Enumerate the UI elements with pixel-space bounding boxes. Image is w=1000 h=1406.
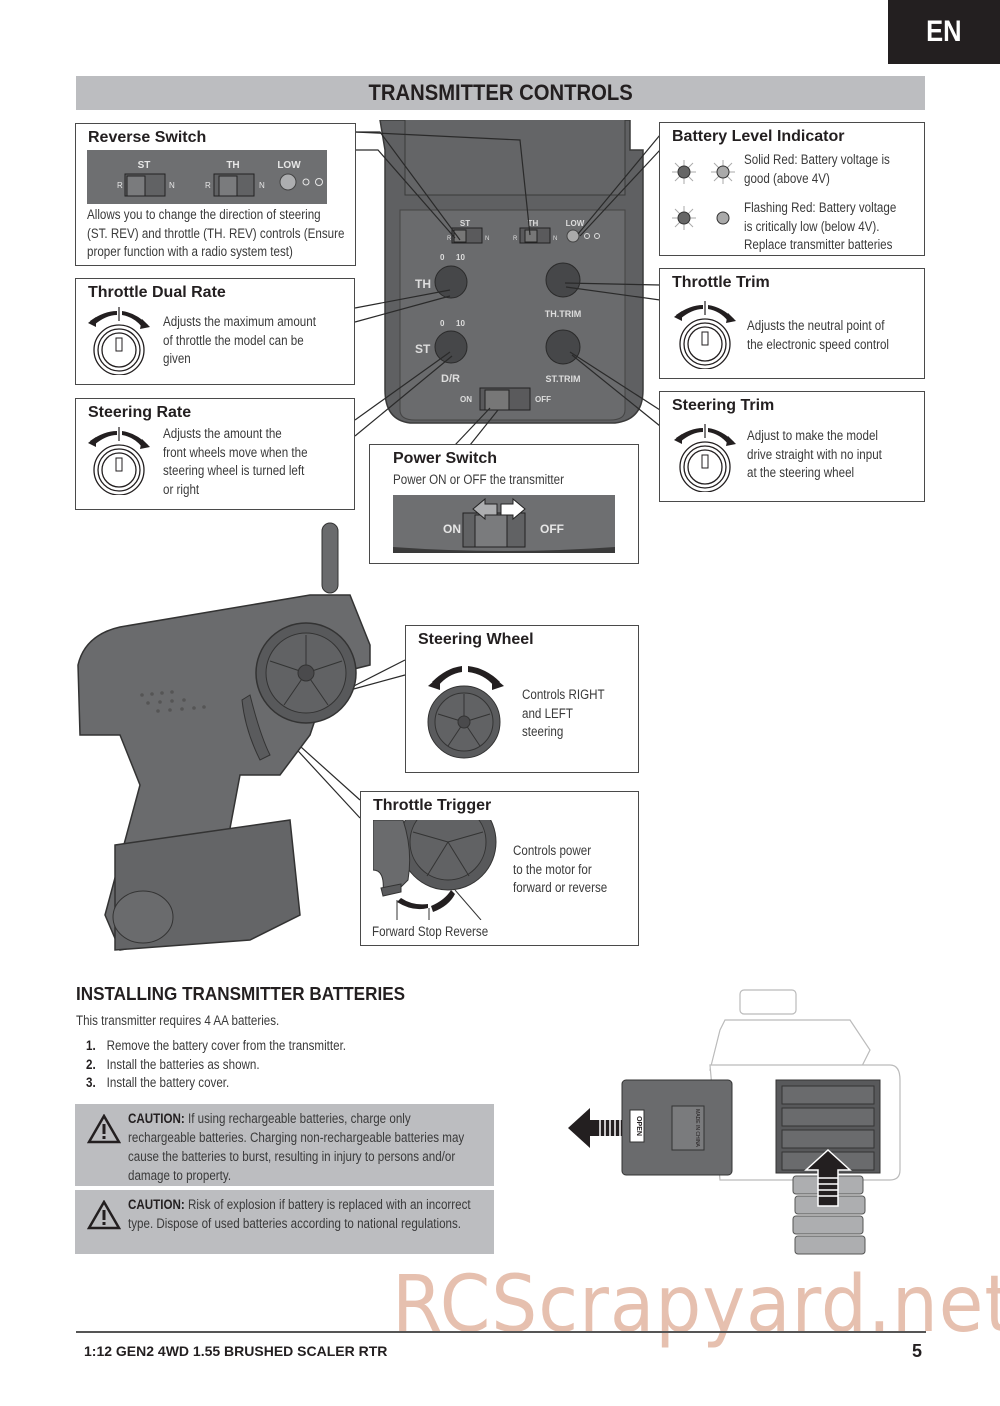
callout-steering-wheel: Steering Wheel Controls RIGHT and LEFT s… (405, 625, 639, 773)
svg-text:ON: ON (460, 395, 472, 404)
install-section-title: INSTALLING TRANSMITTER BATTERIES (76, 984, 406, 1004)
throttle-trim-knob[interactable] (545, 262, 581, 298)
caution-box: CAUTION: Risk of explosion if battery is… (75, 1190, 494, 1254)
arrow-right-icon (500, 497, 526, 521)
led-flash-on-icon (677, 211, 691, 225)
svg-text:R: R (447, 236, 452, 242)
knob-icon (88, 427, 150, 495)
svg-text:OFF: OFF (540, 522, 564, 536)
throttle-trigger-icon (241, 694, 271, 761)
callout-throttle-trim: Throttle Trim Adjusts the neutral point … (659, 268, 925, 379)
callout-throttle-dual-rate: Throttle Dual Rate Adjusts the maximum a… (75, 278, 355, 385)
callout-reverse-switch: Reverse Switch ST TH LOW R N R N Allows … (75, 123, 356, 266)
st-knob-label: ST (415, 342, 431, 356)
trigger-position-labels: Forward Stop Reverse (372, 923, 488, 942)
caution-box: CAUTION: If using rechargeable batteries… (75, 1104, 494, 1186)
svg-text:OFF: OFF (535, 395, 551, 404)
svg-text:10: 10 (456, 319, 465, 328)
svg-text:R: R (513, 236, 518, 242)
position-stop: Stop (417, 924, 442, 939)
throttle-trigger-illustration (373, 820, 503, 920)
battery-install-illustration: OPEN MADE IN CHINA (568, 989, 901, 1255)
led-solid-on-icon (677, 165, 691, 179)
watermark: RCScrapyard.net (392, 1260, 1000, 1350)
transmitter-panel-illustration: ST R N TH R N LOW 0 10 TH 0 10 ST D/R TH… (379, 120, 644, 424)
svg-text:TH: TH (226, 160, 239, 171)
callout-steering-rate: Steering Rate Adjusts the amount the fro… (75, 398, 355, 510)
steering-trim-knob[interactable] (545, 329, 581, 365)
power-switch-illustration: ON OFF (393, 495, 615, 553)
svg-text:R: R (117, 181, 123, 190)
led-status-icons (672, 160, 735, 230)
reverse-switch-illustration: ST TH LOW R N R N (87, 150, 327, 204)
throttle-dual-rate-knob[interactable] (434, 265, 468, 299)
th-knob-label: TH (415, 277, 431, 291)
svg-text:R: R (205, 181, 211, 190)
knob-icon (674, 301, 736, 369)
warning-triangle-icon (87, 1114, 121, 1144)
th-reverse-switch[interactable] (519, 227, 551, 244)
st-label: ST (460, 219, 470, 228)
section-title: TRANSMITTER CONTROLS (368, 80, 633, 105)
steering-rate-knob[interactable] (434, 330, 468, 364)
aa-battery-icon (792, 1215, 864, 1235)
install-step: 1.Remove the battery cover from the tran… (86, 1038, 347, 1053)
svg-text:0: 0 (440, 253, 445, 262)
th-trim-label: TH.TRIM (545, 309, 582, 319)
st-trim-label: ST.TRIM (546, 374, 581, 384)
callout-title: Reverse Switch (88, 129, 207, 146)
knob-icon (88, 307, 150, 375)
position-forward: Forward (372, 924, 415, 939)
install-intro: This transmitter requires 4 AA batteries… (76, 1013, 280, 1028)
battery-led-icon (566, 229, 580, 243)
install-step: 2.Install the batteries as shown. (86, 1056, 260, 1072)
dr-label: D/R (441, 373, 460, 385)
arrow-left-icon (568, 1108, 622, 1148)
low-label: LOW (566, 219, 585, 228)
th-label: TH (528, 219, 539, 228)
transmitter-side-illustration (77, 522, 371, 951)
install-step: 3.Install the battery cover. (86, 1075, 230, 1090)
led-flash-off-icon (716, 211, 730, 225)
svg-text:N: N (169, 181, 175, 190)
svg-text:ON: ON (443, 522, 461, 536)
led-solid-on-icon-2 (716, 165, 730, 179)
position-reverse: Reverse (444, 924, 489, 939)
language-tab: EN (888, 0, 1000, 64)
svg-text:N: N (485, 236, 489, 242)
svg-text:0: 0 (440, 319, 445, 328)
steering-wheel-illustration (427, 666, 504, 759)
svg-text:10: 10 (456, 253, 465, 262)
svg-text:MADE IN CHINA: MADE IN CHINA (694, 1109, 700, 1147)
footer-title: 1:12 GEN2 4WD 1.55 BRUSHED SCALER RTR (84, 1343, 388, 1359)
svg-text:N: N (553, 236, 557, 242)
st-reverse-switch[interactable] (451, 227, 483, 244)
power-switch[interactable] (479, 387, 531, 411)
callout-steering-trim: Steering Trim Adjust to make the model d… (659, 391, 925, 502)
warning-triangle-icon (87, 1200, 121, 1230)
install-steps: 1.Remove the battery cover from the tran… (86, 1037, 346, 1093)
svg-text:LOW: LOW (277, 160, 301, 171)
aa-battery-icon (794, 1235, 866, 1255)
arrow-left-icon (472, 497, 498, 521)
svg-text:ST: ST (138, 160, 151, 171)
footer-divider (76, 1331, 926, 1333)
section-title-bar: TRANSMITTER CONTROLS (76, 76, 925, 110)
knob-icon (674, 424, 736, 492)
svg-text:N: N (259, 181, 265, 190)
callout-power-switch: Power Switch Power ON or OFF the transmi… (369, 444, 639, 564)
svg-text:OPEN: OPEN (635, 1116, 642, 1136)
callout-throttle-trigger: Throttle Trigger Controls power to the m… (360, 791, 639, 946)
page-number: 5 (912, 1341, 923, 1361)
callout-battery-level-indicator: Battery Level Indicator Solid Red: Batte… (659, 122, 925, 256)
